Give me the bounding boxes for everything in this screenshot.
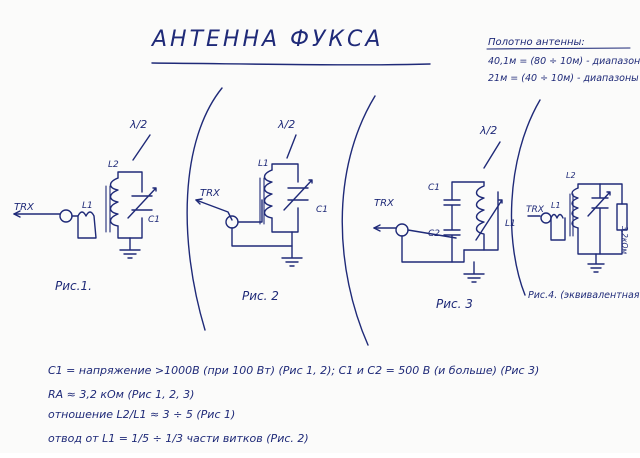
fig1-l1-label: L1 bbox=[82, 201, 93, 211]
fig3-antenna-wire bbox=[483, 141, 501, 169]
fig2-core bbox=[259, 177, 265, 225]
fig2-ground-icon bbox=[281, 245, 303, 267]
fig4-resistor-label: 3,2кОм bbox=[620, 226, 629, 254]
fig3-c2-label: C2 bbox=[428, 229, 440, 239]
fig1-connector-icon bbox=[59, 209, 73, 223]
fig2-c1-label: C1 bbox=[316, 205, 328, 215]
figure-1: λ/2 TRX L1 L2 C1 Рис.1. bbox=[13, 118, 160, 293]
fig4-l2-label: L2 bbox=[566, 171, 576, 180]
note-capacitor-voltage: C1 = напряжение >1000В (при 100 Вт) (Рис… bbox=[48, 364, 539, 377]
fig2-l1-label: L1 bbox=[258, 159, 269, 169]
fig1-caption: Рис.1. bbox=[55, 279, 92, 293]
fig1-variable-capacitor bbox=[127, 187, 157, 219]
fig4-l1-label: L1 bbox=[551, 201, 561, 210]
fig3-l1-label: L1 bbox=[505, 219, 516, 229]
fig3-connector-icon bbox=[395, 223, 409, 237]
legend-underline bbox=[486, 47, 631, 50]
fig3-ground-icon bbox=[463, 261, 485, 283]
legend-header: Полотно антенны: bbox=[488, 37, 585, 48]
fig1-l1-coil bbox=[77, 211, 97, 239]
fig1-l2-coil bbox=[109, 177, 119, 227]
fig1-ground-icon bbox=[119, 237, 141, 259]
fig3-variable-indicator bbox=[475, 199, 503, 241]
fig1-antenna-wire bbox=[132, 134, 151, 161]
sketch-title: АНТЕННА ФУКСА bbox=[150, 27, 383, 52]
fig1-trx: TRX bbox=[14, 202, 35, 213]
note-tap: отвод от L1 = 1/5 ÷ 1/3 части витков (Ри… bbox=[48, 432, 309, 445]
fig4-variable-capacitor bbox=[587, 183, 611, 255]
fig2-lambda: λ/2 bbox=[277, 118, 295, 131]
fig2-antenna-wire bbox=[286, 134, 297, 159]
divider-3 bbox=[510, 99, 541, 296]
fig2-arrow-icon bbox=[195, 198, 203, 205]
fig4-core bbox=[569, 193, 574, 237]
fig1-lambda: λ/2 bbox=[129, 118, 147, 131]
divider-2 bbox=[341, 95, 376, 346]
fig2-feed-line bbox=[195, 199, 233, 221]
fig3-l1-coil bbox=[463, 181, 485, 251]
fig3-capacitor-divider bbox=[443, 181, 485, 263]
title-underline bbox=[151, 62, 431, 66]
fig4-trx: TRX bbox=[526, 205, 545, 215]
fig1-l2-label: L2 bbox=[108, 160, 119, 170]
note-ratio: отношение L2/L1 ≈ 3 ÷ 5 (Рис 1) bbox=[48, 408, 235, 421]
fig3-lambda: λ/2 bbox=[479, 124, 497, 137]
legend-line-1: 40,1м = (80 ÷ 10м) - диапазон bbox=[488, 56, 640, 67]
fig2-trx: TRX bbox=[200, 188, 221, 199]
fig1-arrow-icon bbox=[13, 210, 21, 218]
figure-2: λ/2 TRX L1 C1 Рис. 2 bbox=[195, 118, 328, 303]
fig2-connector-icon bbox=[225, 215, 239, 229]
fig1-core bbox=[105, 185, 111, 233]
note-resistance: RA ≈ 3,2 кОм (Рис 1, 2, 3) bbox=[48, 388, 194, 401]
fig4-connector-icon bbox=[540, 212, 552, 224]
fig3-c1-label: C1 bbox=[428, 183, 440, 193]
legend-line-2: 21м = (40 ÷ 10м) - диапазоны bbox=[488, 73, 639, 84]
fig2-tap-line bbox=[237, 199, 263, 223]
fig4-resistor bbox=[616, 203, 628, 231]
fig3-trx: TRX bbox=[374, 198, 395, 209]
fig3-caption: Рис. 3 bbox=[436, 297, 473, 311]
fig2-caption: Рис. 2 bbox=[242, 289, 279, 303]
fig2-l1-coil bbox=[263, 169, 273, 219]
divider-1 bbox=[186, 87, 223, 331]
fig1-c1-label: C1 bbox=[148, 215, 160, 225]
fig2-variable-capacitor bbox=[283, 179, 313, 211]
figure-4: TRX L1 L2 3,2кОм Рис.4. (эквивалентная с… bbox=[526, 171, 640, 301]
fig3-arrow-icon bbox=[373, 224, 381, 232]
fig4-l1-coil bbox=[550, 213, 566, 241]
figure-3: λ/2 TRX C1 C2 L1 Рис. 3 bbox=[373, 124, 516, 311]
fig4-caption: Рис.4. (эквивалентная схема) bbox=[528, 290, 640, 301]
fig4-ground-icon bbox=[587, 253, 605, 273]
